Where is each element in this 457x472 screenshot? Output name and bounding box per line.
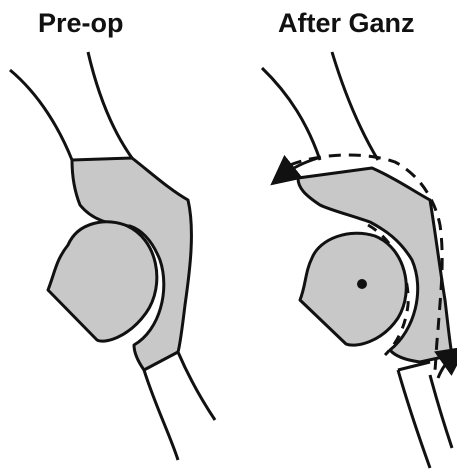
post-op-cut-line: [398, 362, 430, 370]
pre-op-femoral-head: [48, 222, 157, 341]
post-op-ischium-line-2: [430, 375, 452, 448]
post-op-ilium-outer-line: [262, 68, 320, 160]
post-op-ischium-line-1: [398, 370, 430, 468]
post-op-femoral-head: [300, 233, 406, 345]
pre-op-ilium-inner-line: [88, 52, 132, 158]
pre-op-ischium-line-1: [144, 370, 178, 460]
after-ganz-panel: [262, 52, 455, 468]
post-op-ilium-inner-line: [332, 52, 378, 160]
pre-op-panel: [10, 52, 215, 460]
pre-op-ilium-outer-line: [10, 70, 72, 160]
center-dot-icon: [357, 279, 367, 289]
pre-op-ischium-line-2: [178, 352, 215, 420]
